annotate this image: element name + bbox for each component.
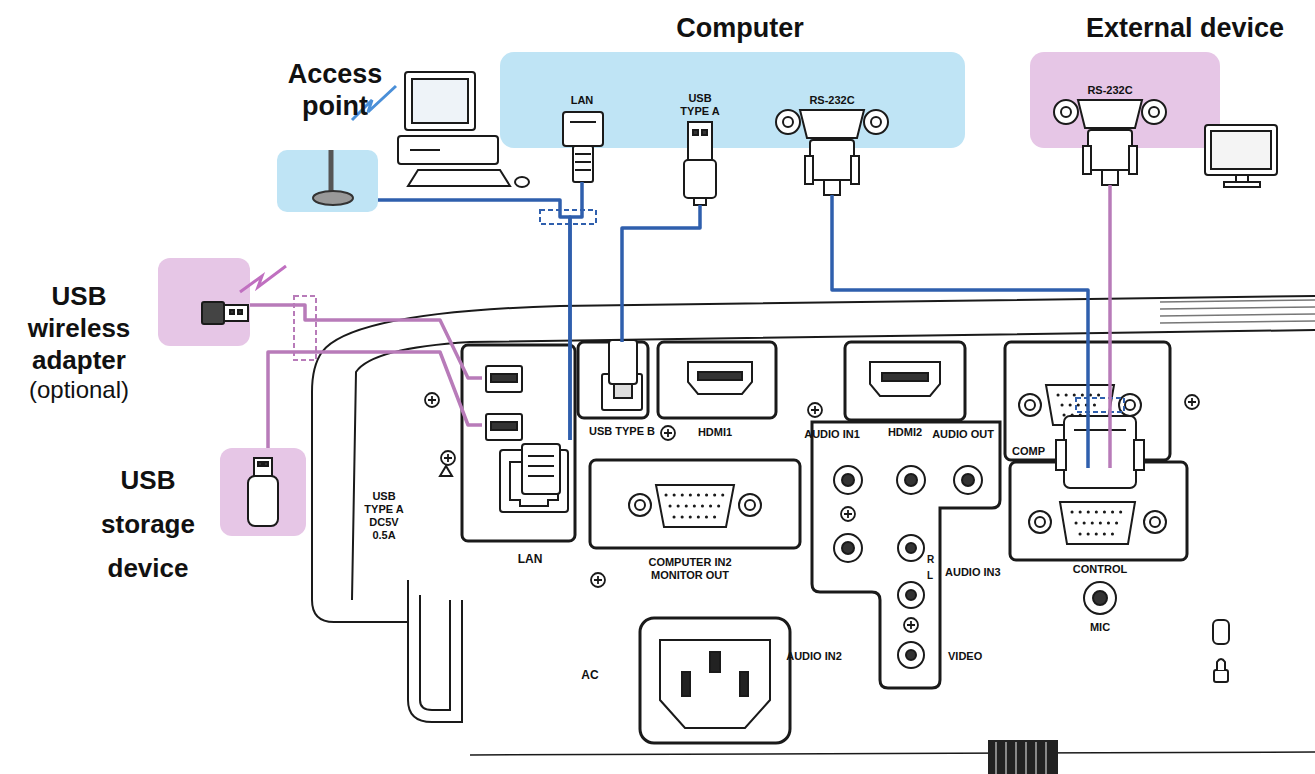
node-note: (optional) bbox=[8, 376, 150, 404]
connector: RS-232C bbox=[790, 90, 874, 195]
port: USB TYPE A DC5V 0.5A bbox=[482, 362, 524, 434]
node-title: CONTROL bbox=[1050, 563, 1150, 576]
node-title: LAN bbox=[505, 552, 555, 566]
cable-line bbox=[570, 182, 582, 440]
port-label: HDMI1 bbox=[685, 426, 745, 439]
port-label: AUDIO IN3 bbox=[945, 566, 1011, 579]
port: LAN bbox=[497, 440, 573, 518]
connector: USB TYPE A bbox=[668, 90, 732, 205]
device-panel: USB storage device bbox=[220, 448, 306, 536]
node-title: USB TYPE B bbox=[572, 425, 672, 438]
cable-line bbox=[622, 205, 700, 342]
node-title: USB storage device bbox=[82, 458, 214, 590]
port-label: R bbox=[927, 554, 938, 566]
node-title: USB TYPE A DC5V 0.5A bbox=[360, 490, 408, 542]
device-panel: ComputerLANUSB TYPE ARS-232C bbox=[500, 52, 965, 148]
node-title: LAN bbox=[545, 94, 619, 107]
port-label: AUDIO OUT bbox=[925, 428, 1001, 441]
cable-line bbox=[832, 195, 1088, 468]
node-title: Computer bbox=[630, 12, 850, 44]
cable-line bbox=[1108, 185, 1112, 468]
port-label: AUDIO IN2 bbox=[772, 650, 856, 663]
device-panel: USB wireless adapter(optional) bbox=[158, 258, 250, 346]
node-title: External device bbox=[1062, 12, 1308, 44]
port-label: COMP bbox=[1012, 445, 1062, 458]
port-label: AC bbox=[570, 668, 610, 682]
cable-line bbox=[268, 352, 482, 448]
port-label: COMPUTER IN2 MONITOR OUT bbox=[630, 556, 750, 582]
node-title: Access point bbox=[275, 58, 395, 122]
node-title: RS-232C bbox=[790, 94, 874, 107]
port: CONTROL bbox=[1020, 468, 1172, 556]
port-label: MIC bbox=[1080, 621, 1120, 634]
node-title: USB TYPE A bbox=[675, 92, 725, 118]
node-title: USB wireless adapter bbox=[8, 280, 150, 376]
connector: LAN bbox=[550, 92, 614, 182]
device-panel: External deviceRS-232C bbox=[1030, 52, 1220, 148]
device-panel: Access point bbox=[277, 150, 378, 212]
port-label: HDMI2 bbox=[875, 426, 935, 439]
port: USB TYPE B bbox=[598, 342, 646, 416]
node-title: RS-232C bbox=[1068, 84, 1152, 97]
port-label: AUDIO IN1 bbox=[792, 428, 872, 441]
port-label: VIDEO bbox=[948, 650, 998, 663]
port-label: L bbox=[927, 570, 938, 582]
connector: RS-232C bbox=[1068, 82, 1152, 185]
